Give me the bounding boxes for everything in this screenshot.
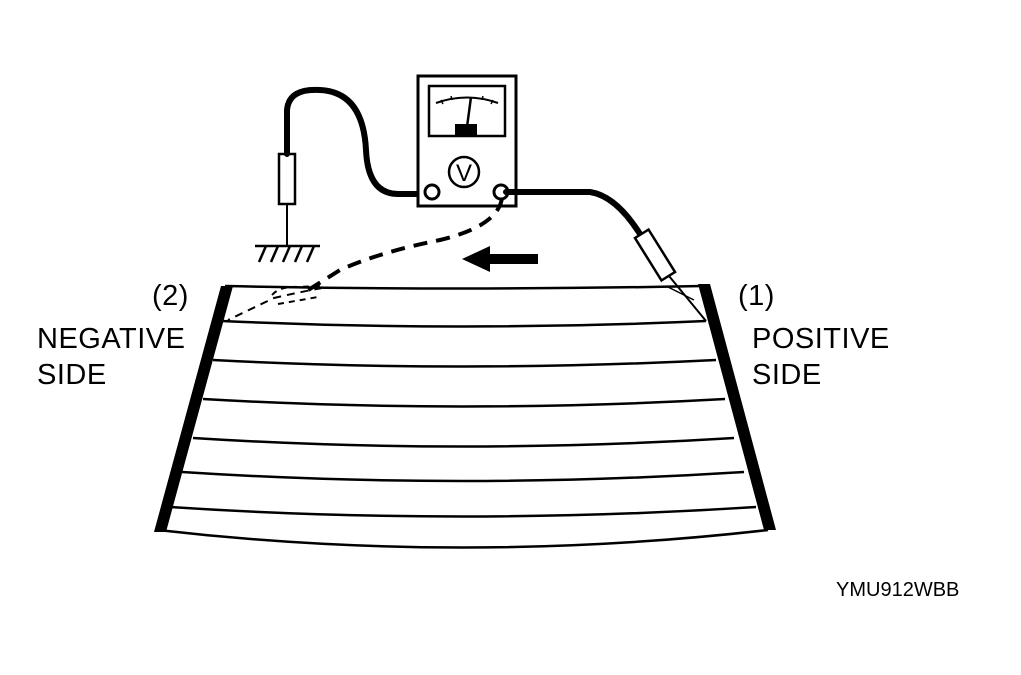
heater-line [221, 319, 707, 328]
moving-probe-body [271, 285, 321, 305]
positive-probe-icon [633, 227, 707, 322]
heater-line [169, 505, 757, 518]
ground-lead-wire [284, 86, 431, 197]
negative-side-label-line2: SIDE [37, 359, 107, 391]
negative-side-number: (2) [152, 280, 189, 312]
positive-side-number: (1) [738, 280, 775, 312]
positive-side-label-line1: POSITIVE [752, 323, 890, 355]
heater-grid [169, 319, 757, 518]
heater-line [212, 358, 717, 368]
positive-bus-bar [698, 284, 776, 530]
heater-line [202, 397, 726, 408]
glass-bottom-edge [157, 528, 769, 549]
moving-probe-tip [227, 287, 323, 321]
arrow-left-icon [462, 246, 538, 272]
voltmeter-icon: V [416, 74, 518, 208]
rear-window-glass [157, 284, 769, 549]
glass-top-edge [224, 284, 703, 290]
figure-code: YMU912WBB [836, 579, 960, 601]
heater-line [192, 436, 735, 448]
heater-line [181, 470, 745, 483]
moving-probe-lead [303, 197, 504, 294]
positive-lead-wire [503, 189, 643, 237]
ground-icon [255, 206, 320, 263]
voltmeter-symbol: V [456, 160, 472, 187]
positive-side-label-line2: SIDE [752, 359, 822, 391]
negative-terminal [423, 183, 441, 201]
ground-probe-icon [277, 152, 297, 210]
negative-bus-bar [154, 286, 233, 532]
negative-side-label-line1: NEGATIVE [37, 323, 186, 355]
